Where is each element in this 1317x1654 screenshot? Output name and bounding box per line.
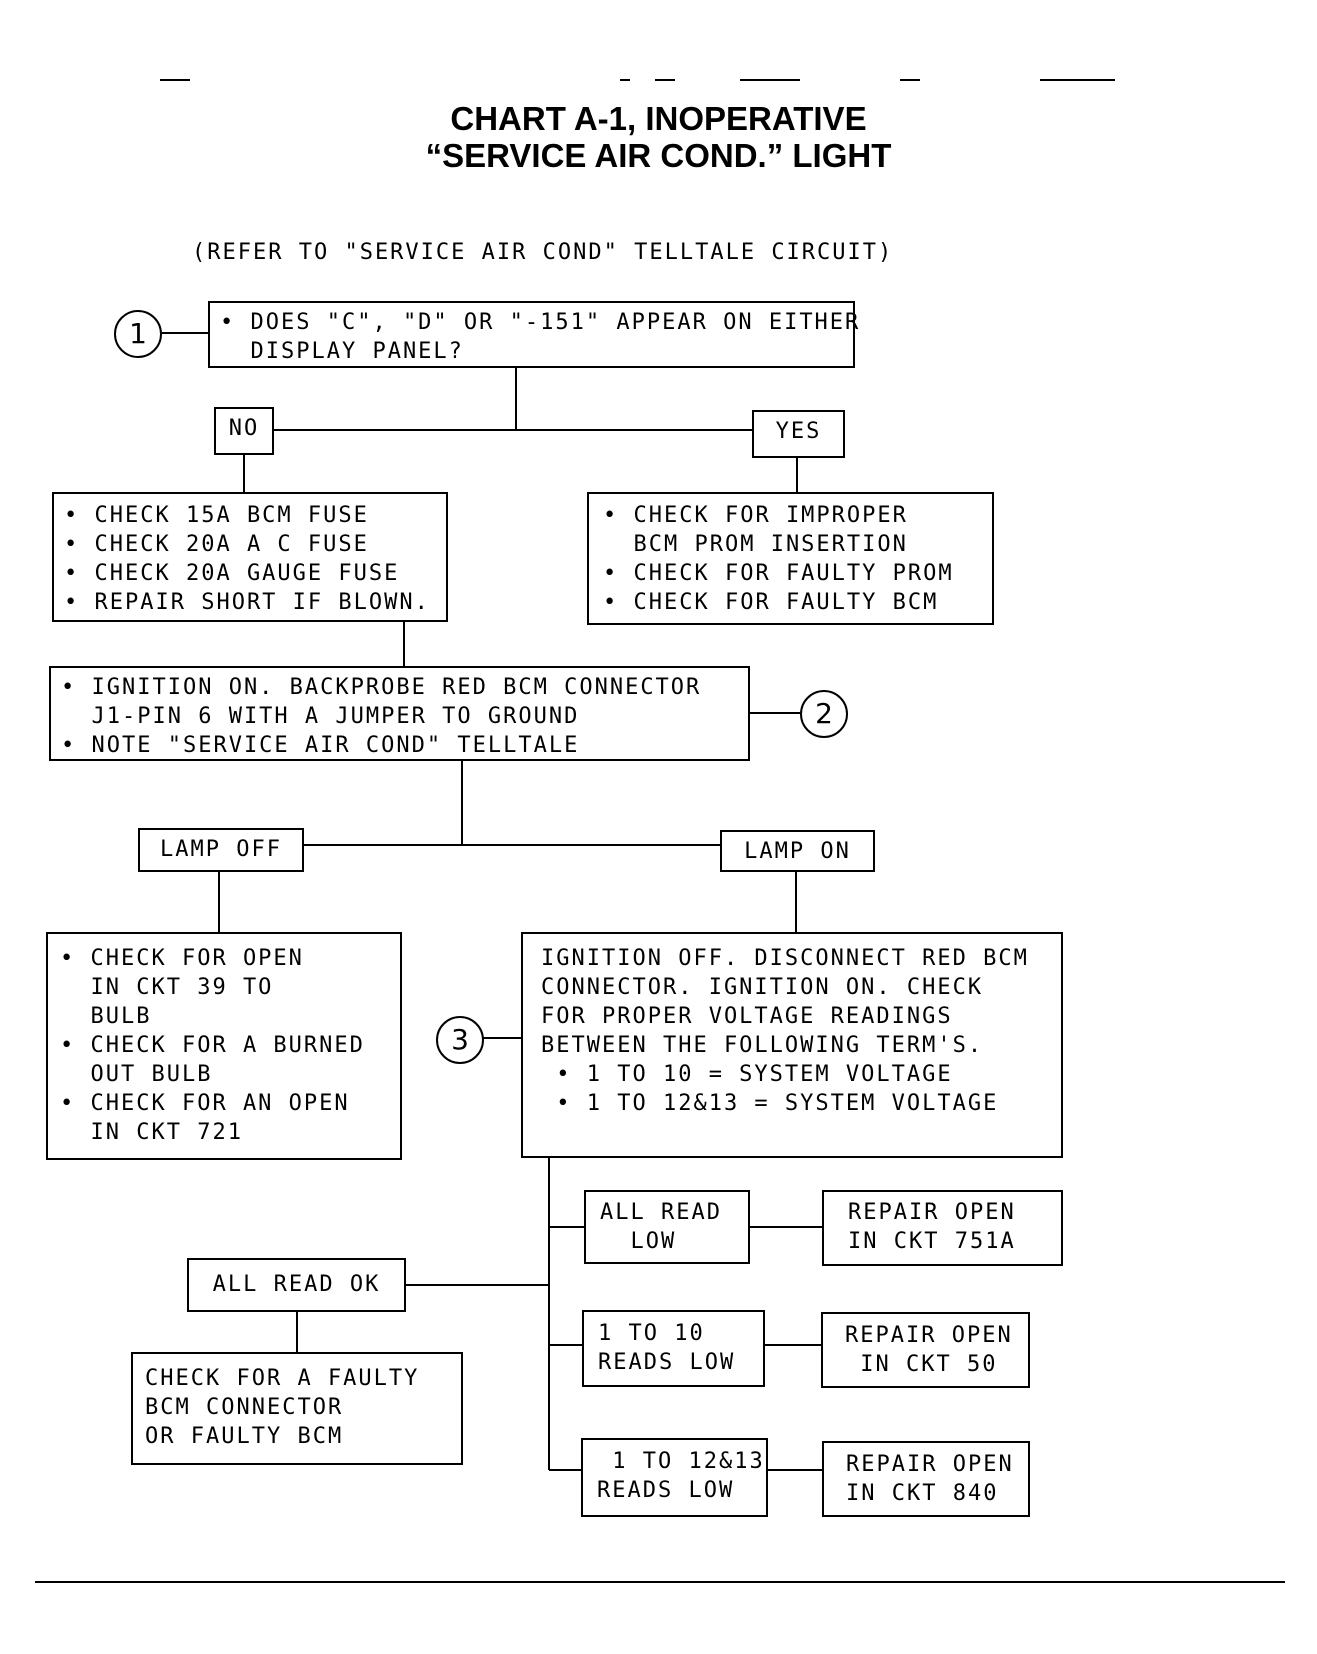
action-line: • CHECK FOR A BURNED <box>60 1033 365 1058</box>
action-line: • 1 TO 10 = SYSTEM VOLTAGE <box>541 1062 953 1087</box>
result-line: LOW <box>600 1229 677 1254</box>
action-line: • CHECK FOR AN OPEN <box>60 1091 350 1116</box>
no-branch-label: NO <box>214 407 274 455</box>
action-line: OR FAULTY BCM <box>145 1424 344 1449</box>
action-line: IN CKT 50 <box>845 1352 998 1377</box>
yes-action-box: • CHECK FOR IMPROPER BCM PROM INSERTION … <box>587 492 994 625</box>
step-1-marker: 1 <box>114 310 162 358</box>
1-to-12-13-low-box: 1 TO 12&13 READS LOW <box>581 1438 768 1517</box>
action-line: REPAIR OPEN <box>845 1323 1013 1348</box>
step-3-marker: 3 <box>436 1016 484 1064</box>
action-line: • CHECK 15A BCM FUSE <box>64 503 369 528</box>
action-line: • IGNITION ON. BACKPROBE RED BCM CONNECT… <box>61 675 702 700</box>
action-line: FOR PROPER VOLTAGE READINGS <box>541 1004 953 1029</box>
all-read-ok-action-box: CHECK FOR A FAULTY BCM CONNECTOR OR FAUL… <box>131 1352 463 1465</box>
lamp-off-action-box: • CHECK FOR OPEN IN CKT 39 TO BULB • CHE… <box>46 932 402 1160</box>
action-line: J1-PIN 6 WITH A JUMPER TO GROUND <box>61 704 580 729</box>
action-line: IN CKT 39 TO <box>60 975 274 1000</box>
question-box-step1: • DOES "C", "D" OR "-151" APPEAR ON EITH… <box>208 301 861 368</box>
result-line: 1 TO 12&13 <box>597 1449 765 1474</box>
all-read-low-box: ALL READ LOW <box>584 1190 750 1264</box>
reference-note: (REFER TO "SERVICE AIR COND" TELLTALE CI… <box>192 240 894 265</box>
action-line: REPAIR OPEN <box>848 1200 1016 1225</box>
action-line: • CHECK FOR FAULTY PROM <box>603 561 954 586</box>
chart-title-line1: CHART A-1, INOPERATIVE <box>450 100 867 137</box>
action-line: • CHECK 20A A C FUSE <box>64 532 369 557</box>
action-line: BCM PROM INSERTION <box>603 532 908 557</box>
1-to-10-low-box: 1 TO 10 READS LOW <box>582 1310 765 1387</box>
result-line: READS LOW <box>598 1350 736 1375</box>
lamp-off-label: LAMP OFF <box>138 828 304 872</box>
question-line: • DOES "C", "D" OR "-151" APPEAR ON EITH… <box>220 310 861 335</box>
action-line: BETWEEN THE FOLLOWING TERM'S. <box>541 1033 984 1058</box>
result-line: 1 TO 10 <box>598 1321 705 1346</box>
all-read-ok-label: ALL READ OK <box>187 1258 406 1312</box>
action-line: • CHECK FOR FAULTY BCM <box>603 590 939 615</box>
action-line: BCM CONNECTOR <box>145 1395 344 1420</box>
no-action-box: • CHECK 15A BCM FUSE • CHECK 20A A C FUS… <box>52 492 448 622</box>
yes-branch-label: YES <box>752 410 845 458</box>
action-line: BULB <box>60 1004 152 1029</box>
action-line: OUT BULB <box>60 1062 213 1087</box>
action-line: CONNECTOR. IGNITION ON. CHECK <box>541 975 984 1000</box>
action-line: • REPAIR SHORT IF BLOWN. <box>64 590 430 615</box>
chart-title-line2: “SERVICE AIR COND.” LIGHT <box>425 137 892 174</box>
action-line: • CHECK FOR IMPROPER <box>603 503 908 528</box>
result-line: READS LOW <box>597 1478 735 1503</box>
action-line: CHECK FOR A FAULTY <box>145 1366 420 1391</box>
action-line: • 1 TO 12&13 = SYSTEM VOLTAGE <box>541 1091 999 1116</box>
lamp-on-action-box-step3: IGNITION OFF. DISCONNECT RED BCM CONNECT… <box>521 932 1063 1158</box>
lamp-on-label: LAMP ON <box>720 830 875 872</box>
1-to-10-action-box: REPAIR OPEN IN CKT 50 <box>821 1312 1030 1388</box>
action-line: IN CKT 751A <box>848 1229 1016 1254</box>
action-line: IN CKT 721 <box>60 1120 243 1145</box>
all-read-low-action-box: REPAIR OPEN IN CKT 751A <box>822 1190 1063 1266</box>
action-line: • CHECK 20A GAUGE FUSE <box>64 561 400 586</box>
action-line: IGNITION OFF. DISCONNECT RED BCM <box>541 946 1029 971</box>
result-line: ALL READ <box>600 1200 722 1225</box>
1-to-12-13-action-box: REPAIR OPEN IN CKT 840 <box>822 1441 1030 1517</box>
ignition-test-box-step2: • IGNITION ON. BACKPROBE RED BCM CONNECT… <box>49 666 750 761</box>
question-line: DISPLAY PANEL? <box>220 339 464 364</box>
action-line: • NOTE "SERVICE AIR COND" TELLTALE <box>61 733 580 758</box>
action-line: IN CKT 840 <box>846 1481 999 1506</box>
step-2-marker: 2 <box>800 690 848 738</box>
action-line: REPAIR OPEN <box>846 1452 1014 1477</box>
action-line: • CHECK FOR OPEN <box>60 946 304 971</box>
